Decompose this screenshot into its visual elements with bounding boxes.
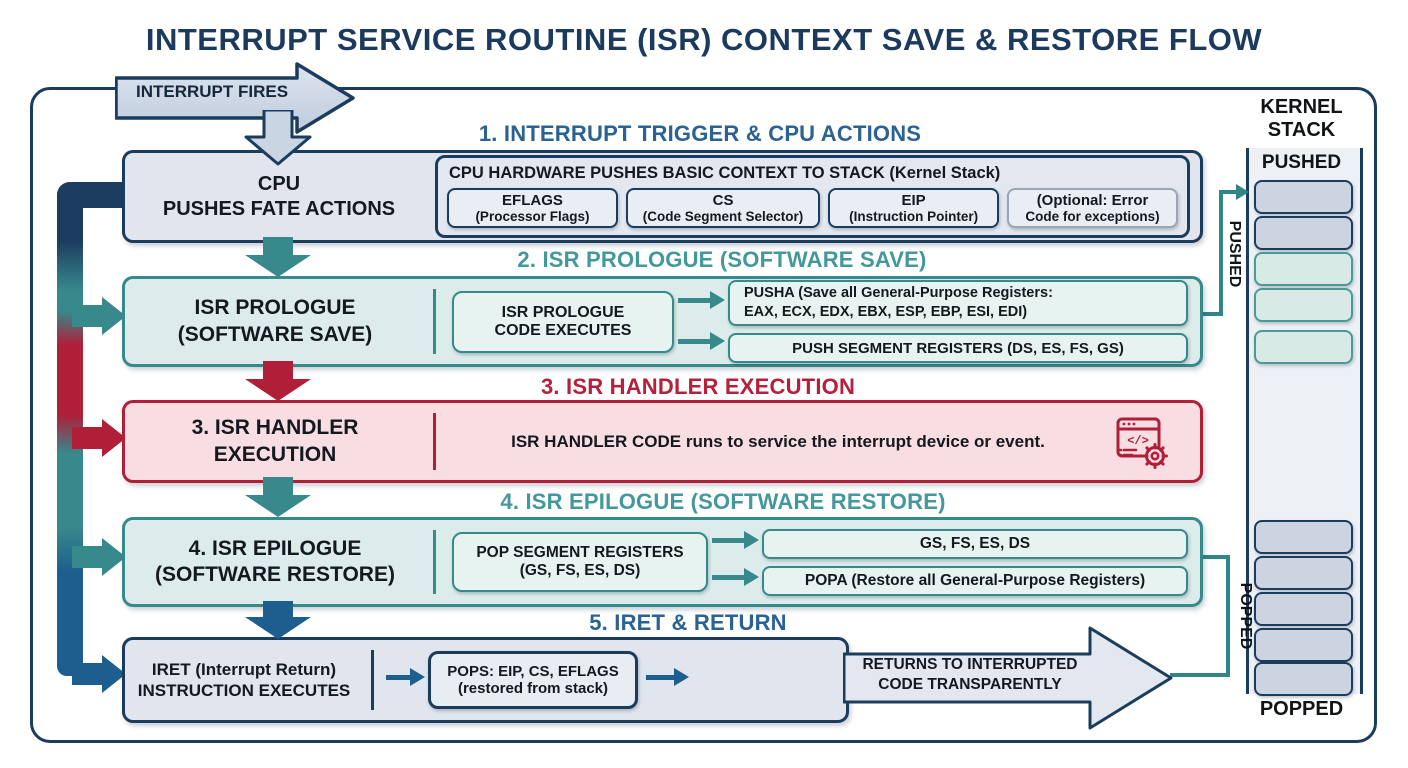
chip-eflags: EFLAGS (Processor Flags) [447,188,618,228]
step-arrow-4-5 [263,601,293,619]
epilogue-outputs: GS, FS, ES, DS POPA (Restore all General… [762,528,1188,596]
row1-label: CPU PUSHES FATE ACTIONS [162,172,396,220]
stack-slot [1254,252,1353,286]
row-isr-prologue: ISR PROLOGUE (SOFTWARE SAVE) ISR PROLOGU… [122,276,1203,367]
flow-connector-top [57,182,125,208]
row-iret: IRET (Interrupt Return) INSTRUCTION EXEC… [122,637,849,723]
page-title: INTERRUPT SERVICE ROUTINE (ISR) CONTEXT … [145,22,1263,57]
pusha-box: PUSHA (Save all General-Purpose Register… [728,280,1188,326]
push-segment-box: PUSH SEGMENT REGISTERS (DS, ES, FS, GS) [728,333,1188,363]
stack-slot [1254,180,1353,214]
pushed-arrowhead-icon [1236,184,1249,200]
panel-title: CPU HARDWARE PUSHES BASIC CONTEXT TO STA… [449,164,1001,182]
interrupt-fires-arrow-icon [115,62,355,134]
stack-slot [1254,592,1353,626]
pushed-connector [1219,190,1238,194]
interrupt-fires-label: INTERRUPT FIRES [135,82,289,101]
stack-slot [1254,662,1353,696]
popped-side-label: POPPED [1237,582,1254,650]
popped-connector [1170,673,1229,677]
popped-connector [1197,555,1229,559]
diagram-border [30,87,1377,743]
iret-arrow-2 [638,640,698,720]
code-window-gear-icon: </> [1116,417,1168,469]
flow-elbow-epilogue [72,546,104,568]
popa-box: POPA (Restore all General-Purpose Regist… [762,565,1188,596]
popped-connector [1226,555,1230,677]
row5-label: IRET (Interrupt Return) INSTRUCTION EXEC… [137,659,351,700]
flow-elbow-prologue [72,305,104,327]
stack-slot [1254,556,1353,590]
stack-slot [1254,628,1353,662]
cpu-context-panel: CPU HARDWARE PUSHES BASIC CONTEXT TO STA… [435,155,1190,238]
pop-segment-box: POP SEGMENT REGISTERS (GS, FS, ES, DS) [452,532,708,592]
pushed-connector [1219,190,1223,315]
divider [433,530,436,594]
row2-label: ISR PROLOGUE (SOFTWARE SAVE) [177,296,373,346]
heading-step2: 2. ISR PROLOGUE (SOFTWARE SAVE) [517,247,927,272]
pushed-side-label: PUSHED [1226,220,1243,288]
heading-step5: 5. IRET & RETURN [589,610,787,635]
returns-arrow-icon [843,626,1173,730]
prologue-outputs: PUSHA (Save all General-Purpose Register… [728,280,1188,363]
step-arrow-2-3-head-icon [245,379,311,401]
step-arrow-2-3 [263,361,293,381]
step-arrow-1-2-head-icon [245,255,311,277]
kernel-stack-title: KERNEL STACK [1260,96,1343,141]
step-arrow-4-5-head-icon [245,617,311,639]
kernel-stack-popped-footer: POPPED [1259,698,1344,720]
row-isr-epilogue: 4. ISR EPILOGUE (SOFTWARE RESTORE) POP S… [122,517,1203,607]
segment-regs-box: GS, FS, ES, DS [762,528,1188,559]
heading-step4: 4. ISR EPILOGUE (SOFTWARE RESTORE) [500,489,946,514]
row3-label: 3. ISR HANDLER EXECUTION [191,416,359,466]
returns-arrow-label: RETURNS TO INTERRUPTED CODE TRANSPARENTL… [862,656,1078,693]
step-arrow-1-2 [263,237,293,257]
flow-elbow-iret [72,663,104,685]
context-chips: EFLAGS (Processor Flags) CS (Code Segmen… [447,188,1178,228]
divider [433,413,436,470]
divider [371,650,374,710]
pops-box: POPS: EIP, CS, EFLAGS (restored from sta… [428,651,638,709]
prologue-arrows [674,279,728,364]
stack-slot [1254,520,1353,554]
heading-step3: 3. ISR HANDLER EXECUTION [540,374,856,399]
flow-elbow-handler [72,427,104,449]
chip-error-code: (Optional: Error Code for exceptions) [1007,188,1178,228]
svg-text:</>: </> [1127,434,1149,448]
chip-cs: CS (Code Segment Selector) [625,188,821,228]
epilogue-arrows [708,520,762,604]
handler-body-text: ISR HANDLER CODE runs to service the int… [511,431,1045,451]
step-arrow-3-4 [263,477,293,497]
stack-slot [1254,216,1353,250]
stack-slot [1254,330,1353,364]
prologue-exec-box: ISR PROLOGUE CODE EXECUTES [452,290,674,353]
row-cpu-actions: CPU PUSHES FATE ACTIONS CPU HARDWARE PUS… [122,150,1203,243]
kernel-stack-pushed-header: PUSHED [1261,152,1342,173]
down-arrow-icon [244,110,312,166]
row-isr-handler: 3. ISR HANDLER EXECUTION ISR HANDLER COD… [122,400,1203,483]
row4-label: 4. ISR EPILOGUE (SOFTWARE RESTORE) [155,536,395,586]
step-arrow-3-4-head-icon [245,495,311,517]
stack-slot [1254,288,1353,322]
heading-step1: 1. INTERRUPT TRIGGER & CPU ACTIONS [478,121,922,146]
iret-arrow-1 [382,640,428,720]
divider [433,289,436,354]
chip-eip: EIP (Instruction Pointer) [828,188,1000,228]
pushed-connector [1197,312,1223,316]
